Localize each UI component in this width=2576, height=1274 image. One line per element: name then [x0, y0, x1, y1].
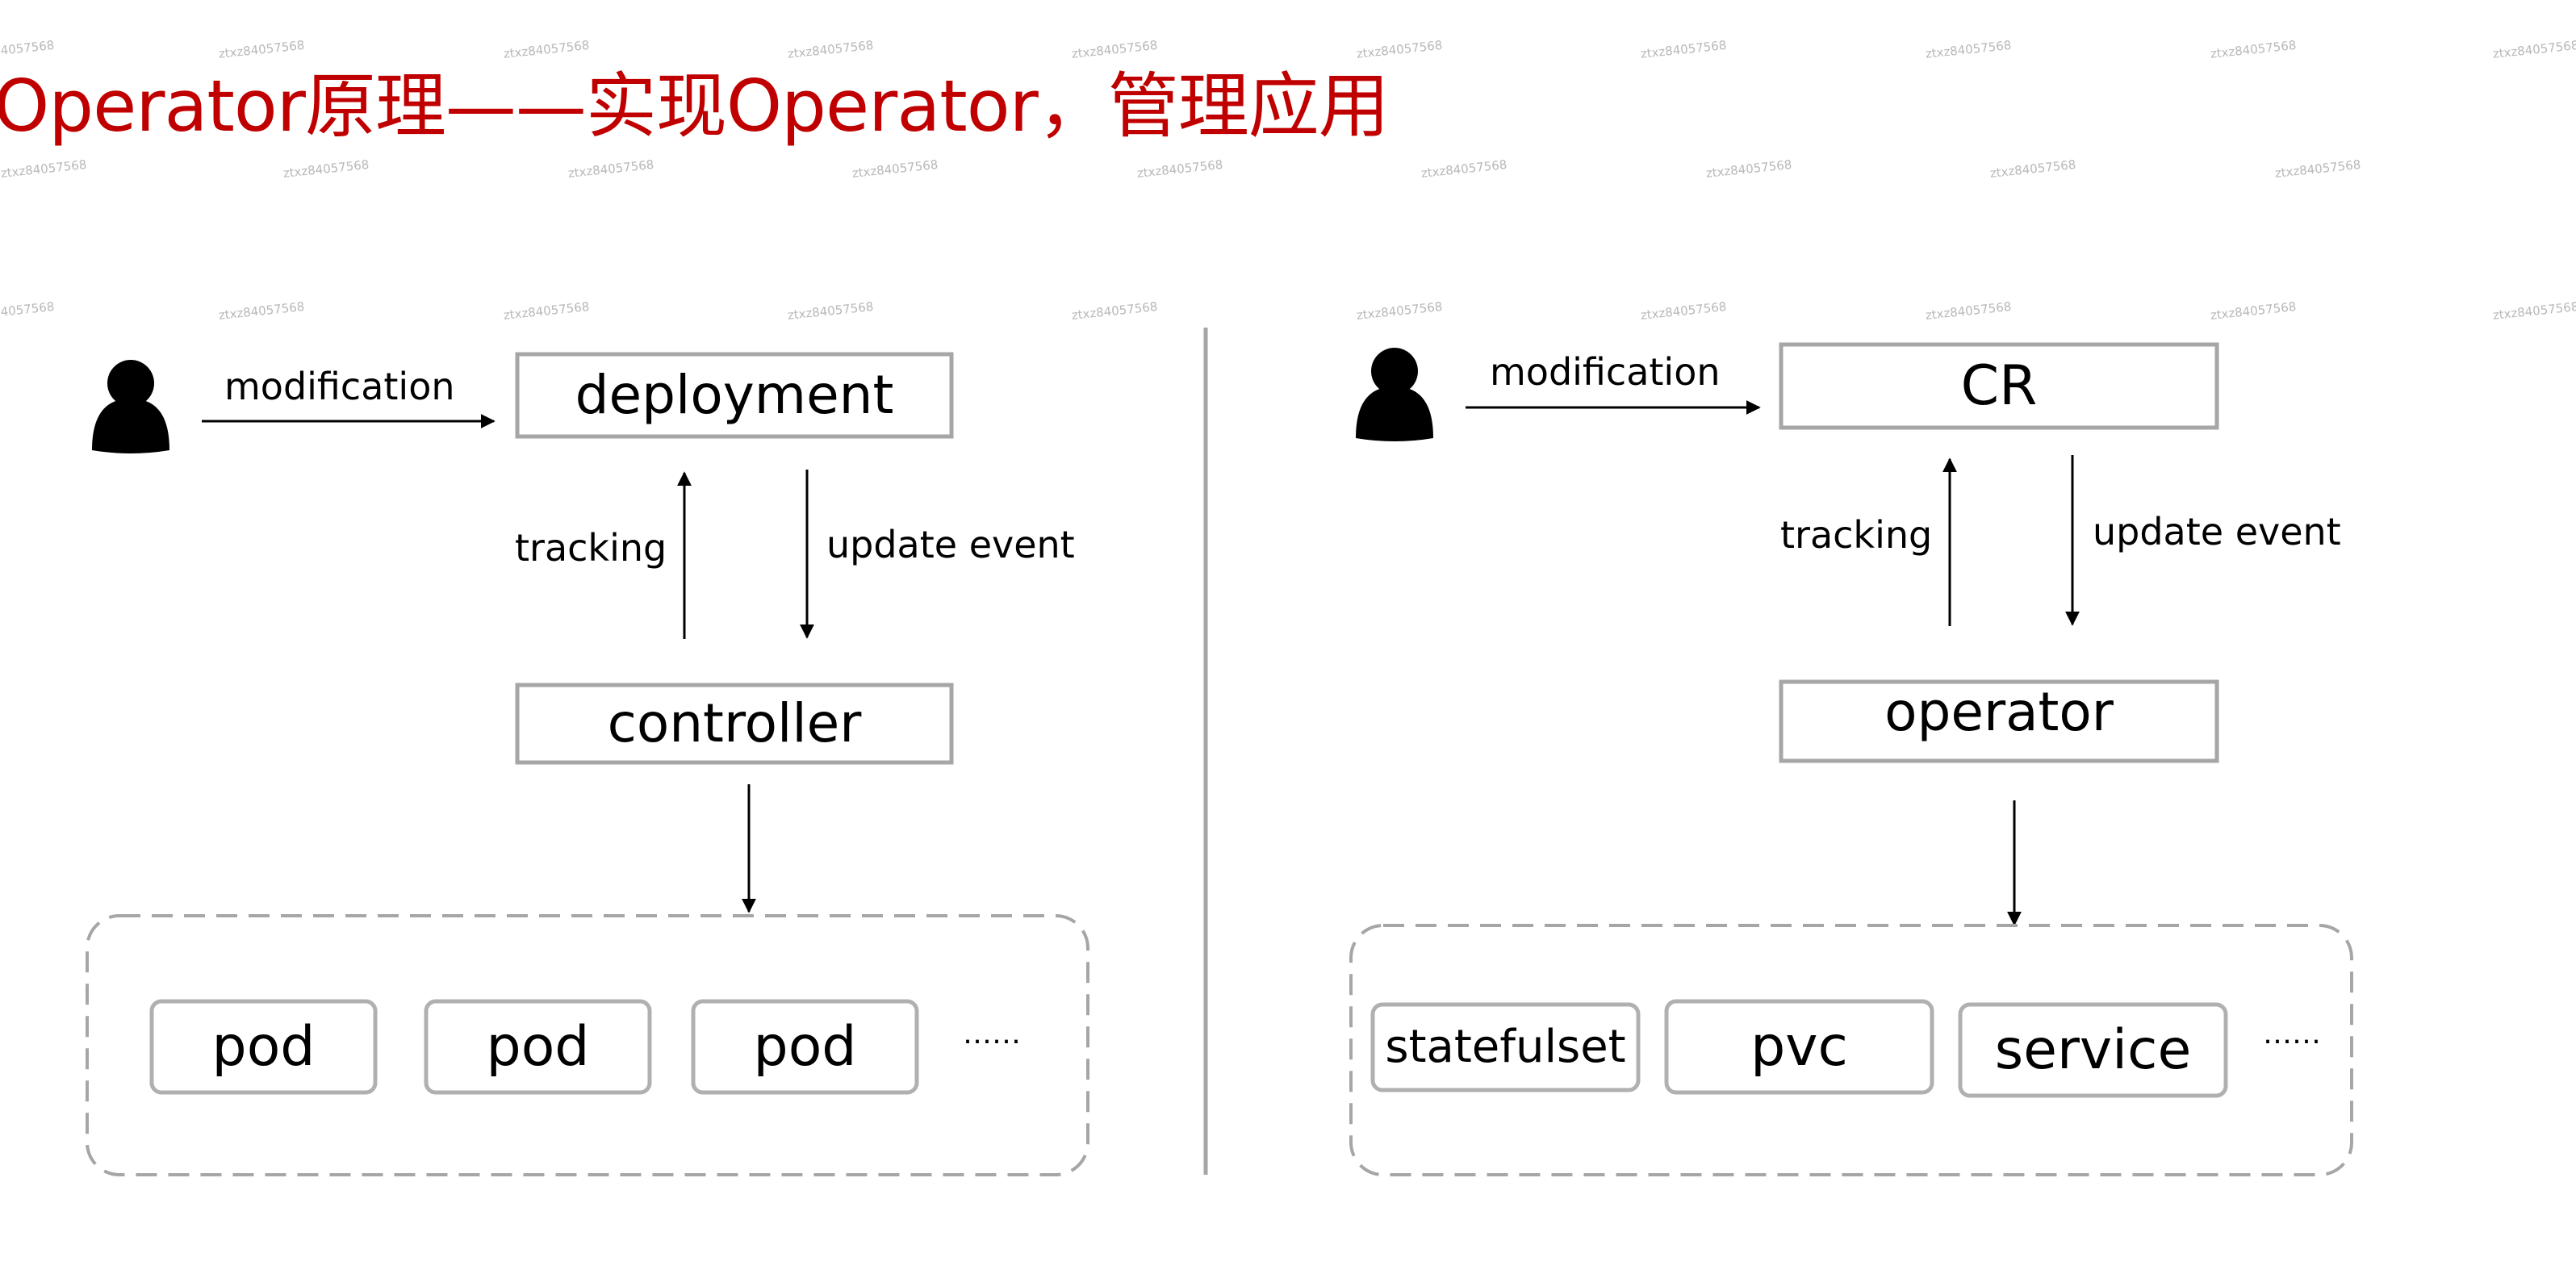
- page-title: Operator原理——实现Operator，管理应用: [0, 65, 1390, 148]
- left-modification-label: modification: [224, 365, 455, 408]
- controller-box: [515, 683, 954, 765]
- left-tracking-label: tracking: [515, 526, 667, 570]
- right-user-icon: [1356, 348, 1433, 441]
- left-more-ellipsis: ……: [963, 1017, 1021, 1051]
- pvc-box: [1664, 999, 1934, 1095]
- right-tracking-label: tracking: [1780, 513, 1933, 557]
- service-box: [1958, 1002, 2228, 1098]
- cr-box: [1779, 342, 2219, 430]
- pod-label: pod: [486, 1014, 590, 1079]
- left-update-event-label: update event: [826, 523, 1075, 566]
- service-label: service: [1994, 1017, 2192, 1082]
- cr-label: CR: [1960, 353, 2038, 418]
- statefulset-box: [1370, 1002, 1641, 1092]
- pvc-label: pvc: [1750, 1014, 1848, 1079]
- right-resource-group: [1349, 924, 2353, 1176]
- left-resource-group: [86, 914, 1089, 1176]
- deployment-label: deployment: [575, 364, 894, 426]
- pod-box: [424, 999, 652, 1095]
- controller-label: controller: [607, 692, 862, 754]
- pod-box: [149, 999, 378, 1095]
- operator-box: [1779, 679, 2219, 763]
- right-more-ellipsis: ……: [2263, 1017, 2321, 1051]
- left-user-icon: [92, 360, 169, 453]
- statefulset-label: statefulset: [1385, 1021, 1626, 1073]
- operator-label: operator: [1884, 681, 2114, 743]
- pod-box: [691, 999, 919, 1095]
- pod-label: pod: [753, 1014, 857, 1079]
- pod-label: pod: [211, 1014, 316, 1079]
- right-update-event-label: update event: [2093, 510, 2341, 553]
- deployment-box: [515, 352, 954, 439]
- right-modification-label: modification: [1490, 350, 1721, 394]
